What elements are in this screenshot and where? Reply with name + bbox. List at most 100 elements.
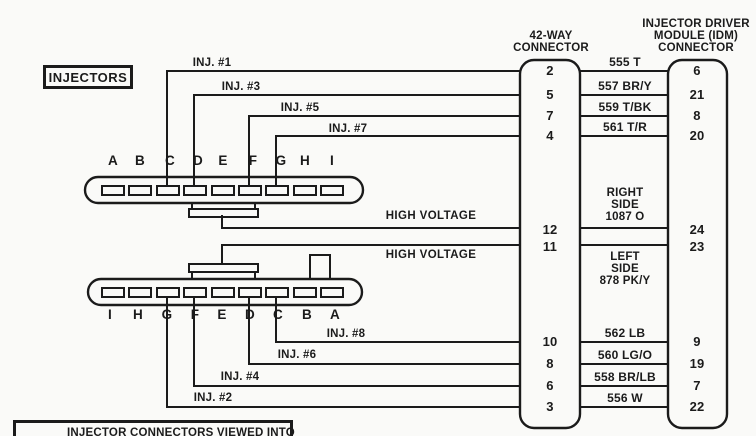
c42-pin-2: 2: [546, 63, 554, 78]
pin-slot: [320, 287, 344, 298]
top-connector-tab: [188, 208, 259, 218]
pin-slot: [211, 287, 235, 298]
pin-slot: [128, 287, 152, 298]
pin-slot: [238, 287, 262, 298]
circuit-label-556-w: 556 W: [607, 391, 643, 405]
left-side-label-line1: LEFT: [610, 251, 640, 263]
wire-inj7: [275, 135, 520, 186]
pin-slot: [211, 185, 235, 196]
c42-pin-8: 8: [546, 356, 554, 371]
wire-label-inj8: INJ. #8: [326, 328, 366, 340]
idm-pin-23: 23: [689, 239, 705, 254]
c42-pin-7: 7: [546, 108, 554, 123]
wire-inj4: [193, 297, 520, 387]
wire-inj3: [193, 94, 520, 186]
circuit-label-555-t: 555 T: [609, 55, 641, 69]
pin-slot: [156, 185, 180, 196]
injectors-title-box: INJECTORS: [43, 65, 133, 89]
top-pin-letter-a: A: [108, 153, 118, 168]
bottom-connector-tab: [191, 271, 256, 280]
bottom-pin-letter-h: H: [133, 307, 143, 322]
pin-slot: [265, 185, 289, 196]
injector-wires-bottom: [166, 297, 520, 408]
connector-tabs: [188, 202, 331, 280]
bottom-pin-letter-g: G: [161, 307, 173, 322]
idm-pin-8: 8: [693, 108, 701, 123]
wire-inj8: [275, 297, 520, 343]
wire-label-inj5: INJ. #5: [280, 102, 320, 114]
pin-slot: [101, 185, 125, 196]
top-pin-letter-h: H: [300, 153, 310, 168]
pin-slot: [293, 287, 317, 298]
top-pin-letter-b: B: [135, 153, 145, 168]
top-pin-letter-e: E: [218, 153, 228, 168]
c42-pin-4: 4: [546, 128, 554, 143]
right-side-label-line3: 1087 O: [605, 211, 645, 223]
circuit-label-557-bry: 557 BR/Y: [598, 79, 652, 93]
idm-pin-22: 22: [689, 399, 705, 414]
pin-slot: [183, 185, 207, 196]
left-side-label-line3: 878 PK/Y: [599, 275, 651, 287]
top-pin-letter-d: D: [193, 153, 203, 168]
pin-slot: [183, 287, 207, 298]
pin-slot: [101, 287, 125, 298]
wire-label-inj3: INJ. #3: [221, 81, 261, 93]
idm-connector-title-line2: MODULE (IDM): [653, 30, 739, 42]
pin-slot: [265, 287, 289, 298]
idm-connector-title-line1: INJECTOR DRIVER: [642, 18, 750, 30]
pin-slot: [293, 185, 317, 196]
wire-label-inj7: INJ. #7: [328, 123, 368, 135]
bottom-connector-key: [309, 254, 331, 280]
bottom-pin-letter-d: D: [245, 307, 255, 322]
left-side-label-line2: SIDE: [611, 263, 639, 275]
wire-inj2: [166, 297, 520, 408]
wire-label-inj2: INJ. #2: [193, 392, 233, 404]
c42-pin-3: 3: [546, 399, 554, 414]
right-side-label-line2: SIDE: [611, 199, 639, 211]
c42-pin-6: 6: [546, 378, 554, 393]
pin-slot: [128, 185, 152, 196]
bottom-connector-pin-slots: [101, 287, 344, 298]
wire-label-inj6: INJ. #6: [277, 349, 317, 361]
pin-slot: [320, 185, 344, 196]
bottom-pin-letter-i: I: [108, 307, 112, 322]
idm-pin-6: 6: [693, 63, 701, 78]
connector-42way-title-line1: 42-WAY: [529, 30, 573, 42]
idm-connector-title-line3: CONNECTOR: [658, 42, 734, 54]
high-voltage-bottom-label: HIGH VOLTAGE: [385, 249, 477, 261]
bottom-pin-letter-f: F: [190, 307, 200, 322]
idm-pin-9: 9: [693, 334, 701, 349]
circuit-label-562-lb: 562 LB: [604, 326, 646, 340]
bottom-pin-letter-e: E: [217, 307, 227, 322]
wire-high-voltage-bottom: [221, 244, 520, 265]
injectors-title: INJECTORS: [48, 69, 128, 85]
wire-label-inj4: INJ. #4: [220, 371, 260, 383]
circuit-wires: [580, 70, 668, 408]
c42-pin-12: 12: [542, 222, 558, 237]
top-pin-letter-g: G: [275, 153, 287, 168]
pin-slot: [238, 185, 262, 196]
wire-label-inj1: INJ. #1: [192, 57, 232, 69]
circuit-label-559-tbk: 559 T/BK: [598, 100, 652, 114]
idm-pin-19: 19: [689, 356, 705, 371]
idm-pin-24: 24: [689, 222, 705, 237]
bottom-connector-tab: [188, 263, 259, 273]
right-side-label-line1: RIGHT: [606, 187, 644, 199]
idm-pin-21: 21: [689, 87, 705, 102]
bottom-pin-letter-b: B: [302, 307, 312, 322]
top-connector-pin-slots: [101, 185, 344, 196]
wire-high-voltage-top: [221, 215, 520, 229]
wire-inj1: [166, 70, 520, 186]
pin-slot: [156, 287, 180, 298]
circuit-label-558-brlb: 558 BR/LB: [594, 370, 656, 384]
c42-pin-11: 11: [542, 239, 558, 254]
c42-pin-5: 5: [546, 87, 554, 102]
footer-note-label: INJECTOR CONNECTORS VIEWED INTO: [67, 427, 295, 436]
footer-note-box: [13, 420, 293, 436]
wire-inj6: [248, 297, 520, 365]
bottom-pin-letter-a: A: [330, 307, 340, 322]
circuit-label-560-lgo: 560 LG/O: [597, 348, 653, 362]
c42-pin-10: 10: [542, 334, 558, 349]
